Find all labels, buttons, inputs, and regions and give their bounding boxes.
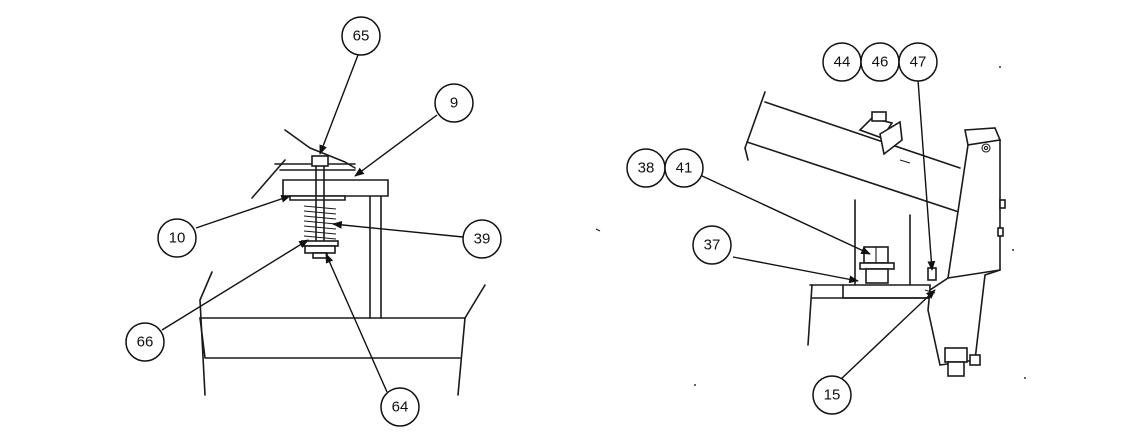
svg-text:47: 47	[910, 54, 927, 71]
callout-64: 64	[380, 387, 420, 427]
svg-text:65: 65	[353, 28, 370, 45]
leader-64	[325, 253, 388, 393]
support-block	[854, 199, 911, 286]
callout-44: 44	[822, 42, 862, 82]
callout-10: 10	[157, 218, 197, 258]
leader-15	[839, 289, 936, 381]
svg-text:39: 39	[474, 231, 491, 248]
svg-text:46: 46	[872, 54, 889, 71]
svg-text:9: 9	[450, 95, 458, 112]
svg-text:10: 10	[169, 230, 186, 247]
svg-text:38: 38	[638, 160, 655, 177]
left-assembly-view: 65 9 10 39 66 64	[125, 16, 502, 427]
bolt-spring-assembly	[301, 155, 339, 259]
callout-38: 38	[626, 148, 666, 188]
leader-47	[917, 79, 936, 271]
callout-41: 41	[664, 148, 704, 188]
svg-text:15: 15	[824, 387, 841, 404]
callout-66: 66	[125, 322, 165, 362]
callout-9: 9	[434, 83, 474, 123]
support-post	[369, 195, 382, 319]
beam-top-bolts	[858, 111, 911, 164]
scan-specks	[595, 66, 1026, 386]
svg-text:37: 37	[704, 237, 721, 254]
svg-text:64: 64	[392, 399, 409, 416]
callout-65: 65	[341, 16, 381, 56]
lower-plate	[807, 284, 931, 346]
leader-10	[195, 195, 291, 229]
callout-39: 39	[462, 219, 502, 259]
leader-66	[161, 239, 309, 331]
leader-65	[319, 54, 359, 155]
svg-text:66: 66	[137, 334, 154, 351]
leader-37	[732, 256, 859, 284]
leader-9	[354, 114, 438, 177]
tall-housing	[924, 127, 1006, 377]
callout-47: 47	[898, 42, 938, 82]
leader-39	[332, 220, 464, 238]
callout-37: 37	[692, 225, 732, 265]
right-assembly-view: 44 46 47 38 41 37 15	[626, 42, 1006, 415]
callout-15: 15	[812, 375, 852, 415]
base-frame	[199, 271, 486, 396]
svg-text:41: 41	[676, 160, 693, 177]
sloped-beam	[744, 91, 969, 216]
callout-46: 46	[860, 42, 900, 82]
svg-text:44: 44	[834, 54, 851, 71]
upper-bracket	[251, 129, 389, 201]
leader-38-41	[699, 174, 871, 255]
